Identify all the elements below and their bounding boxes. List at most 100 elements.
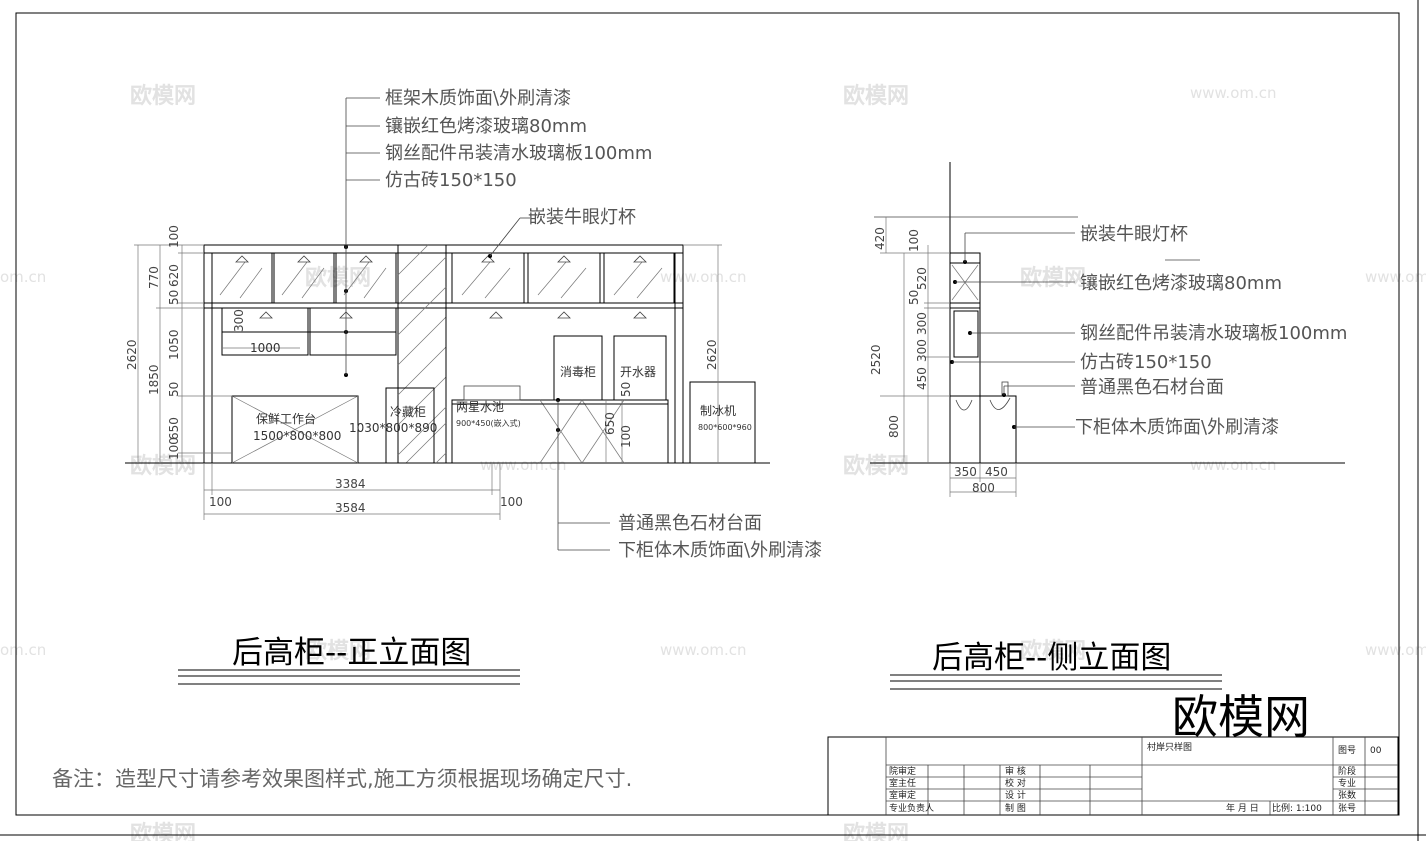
tb-row-label: 校 对 [1005,777,1026,789]
side-lower-cabinet [949,395,1017,464]
dim-100: 100 [167,437,181,460]
dim-770: 770 [147,266,161,289]
tb-row-label: 审 核 [1005,765,1026,777]
watermark-brand: 欧模网 [305,265,371,291]
workbench-label: 保鲜工作台 [256,411,316,426]
callout-red-glass: 镶嵌红色烤漆玻璃80mm [385,116,587,137]
callout-lower-cabinet: 下柜体木质饰面\外刷清漆 [618,540,822,561]
faucet [463,385,521,401]
dim-100: 100 [209,495,232,509]
dim-1050: 1050 [167,329,181,360]
watermark-url: om.cn [0,268,46,286]
watermark-url: www.om.cn [660,268,747,286]
tb-row-label: 室主任 [889,777,916,789]
dim-2620: 2620 [705,339,719,370]
side-callout-tile: 仿古砖150*150 [1080,352,1212,373]
workbench [231,395,359,464]
tile-hatch [397,244,447,464]
watermark-brand: 欧模网 [305,638,371,664]
fridge [385,387,435,464]
tb-row-label: 张号 [1338,803,1356,814]
watermark-url: www.om.cn [1365,268,1426,286]
fridge-size: 1030*800*890 [349,421,437,435]
ice-machine-size: 800*600*960 [698,423,752,432]
drawing-frame [15,12,1400,816]
tb-row-label: 张数 [1338,789,1356,801]
sink-label: 两星水池 [456,400,504,414]
dim-100: 100 [907,229,921,252]
sink-size: 900*450(嵌入式) [456,418,521,428]
front-elevation: 框架木质饰面\外刷清漆 镶嵌红色烤漆玻璃80mm 钢丝配件吊装清水玻璃板100m… [125,88,822,685]
side-sink [955,397,1011,411]
side-callout-stone-top: 普通黑色石材台面 [1080,377,1224,398]
watermark-brand: 欧模网 [130,83,196,109]
dim-1850: 1850 [147,364,161,395]
tb-row-label: 院审定 [889,765,916,777]
dim-300: 300 [915,339,929,362]
watermark-brand: 欧模网 [130,453,196,479]
side-view-title: 后高柜--侧立面图 [932,640,1171,676]
watermark-url: www.om.cn [480,456,567,474]
side-callout-glass-shelf: 钢丝配件吊装清水玻璃板100mm [1080,323,1347,344]
workbench-size: 1500*800*800 [253,429,341,443]
callout-stone-top: 普通黑色石材台面 [618,513,762,534]
project-name: 村岸只样图 [1147,741,1192,753]
dim-650: 650 [603,412,617,435]
dim-3584: 3584 [335,501,366,515]
dim-3384: 3384 [335,477,366,491]
shelf-width-dim: 1000 [250,341,281,355]
callout-tile: 仿古砖150*150 [385,170,517,191]
fridge-label: 冷藏柜 [390,405,426,419]
dim-2620: 2620 [125,339,139,370]
dim-2520: 2520 [869,344,883,375]
dim-50: 50 [619,382,633,397]
dim-450: 450 [915,367,929,390]
middle-shelves [221,307,667,401]
brand-logo: 欧模网 [1172,690,1310,744]
side-callout-downlight: 嵌装牛眼灯杯 [1080,224,1188,245]
tb-row-label: 设 计 [1005,789,1026,801]
watermark-brand: 欧模网 [843,821,909,841]
dim-50: 50 [167,290,181,305]
callout-frame-finish: 框架木质饰面\外刷清漆 [385,88,571,109]
dim-100: 100 [167,225,181,248]
watermark-url: www.om.cn [1190,456,1277,474]
dim-450: 450 [985,465,1008,479]
side-callout-red-glass: 镶嵌红色烤漆玻璃80mm [1080,273,1282,294]
tb-row-label: 制 图 [1005,802,1026,814]
title-block: 村岸只样图 图号 00 院审定 室主任 室审定 专业负责人 审 核 校 对 设 … [827,736,1399,816]
watermark-brand: 欧模网 [130,821,196,841]
side-elevation: 嵌装牛眼灯杯 镶嵌红色烤漆玻璃80mm 钢丝配件吊装清水玻璃板100mm 仿古砖… [869,162,1347,690]
dimension-lines [880,217,1017,497]
dim-300: 300 [915,312,929,335]
watermark-brand: 欧模网 [1020,265,1086,291]
drawing-no-label: 图号 [1338,745,1356,756]
ice-machine [689,381,756,464]
dim-100: 100 [619,425,633,448]
tb-row-label: 室审定 [889,789,916,801]
dim-420: 420 [873,227,887,250]
date-label: 年 月 日 [1226,802,1259,814]
dim-50: 50 [907,290,921,305]
side-callout-lower-cabinet: 下柜体木质饰面\外刷清漆 [1075,417,1279,438]
callout-downlight: 嵌装牛眼灯杯 [528,207,636,228]
disinfect-cabinet-label: 消毒柜 [560,365,596,379]
watermark-brand: 欧模网 [843,453,909,479]
watermarks: 欧模网 欧模网 www.om.cn om.cn www.om.cn www.om… [0,83,1426,841]
dim-800: 800 [887,415,901,438]
watermark-brand: 欧模网 [1020,638,1086,664]
watermark-url: www.om.cn [1365,641,1426,659]
water-boiler-label: 开水器 [620,365,656,379]
dim-620: 620 [167,264,181,287]
ice-machine-label: 制冰机 [700,404,736,418]
tb-row-label: 阶段 [1338,765,1356,777]
dim-350: 350 [954,465,977,479]
leader-lines [952,232,1200,428]
watermark-brand: 欧模网 [843,83,909,109]
dim-520: 520 [915,267,929,290]
dim-800: 800 [972,481,995,495]
dim-300: 300 [232,309,246,332]
scale-label: 比例: 1:100 [1272,802,1322,814]
callout-glass-shelf: 钢丝配件吊装清水玻璃板100mm [385,143,652,164]
